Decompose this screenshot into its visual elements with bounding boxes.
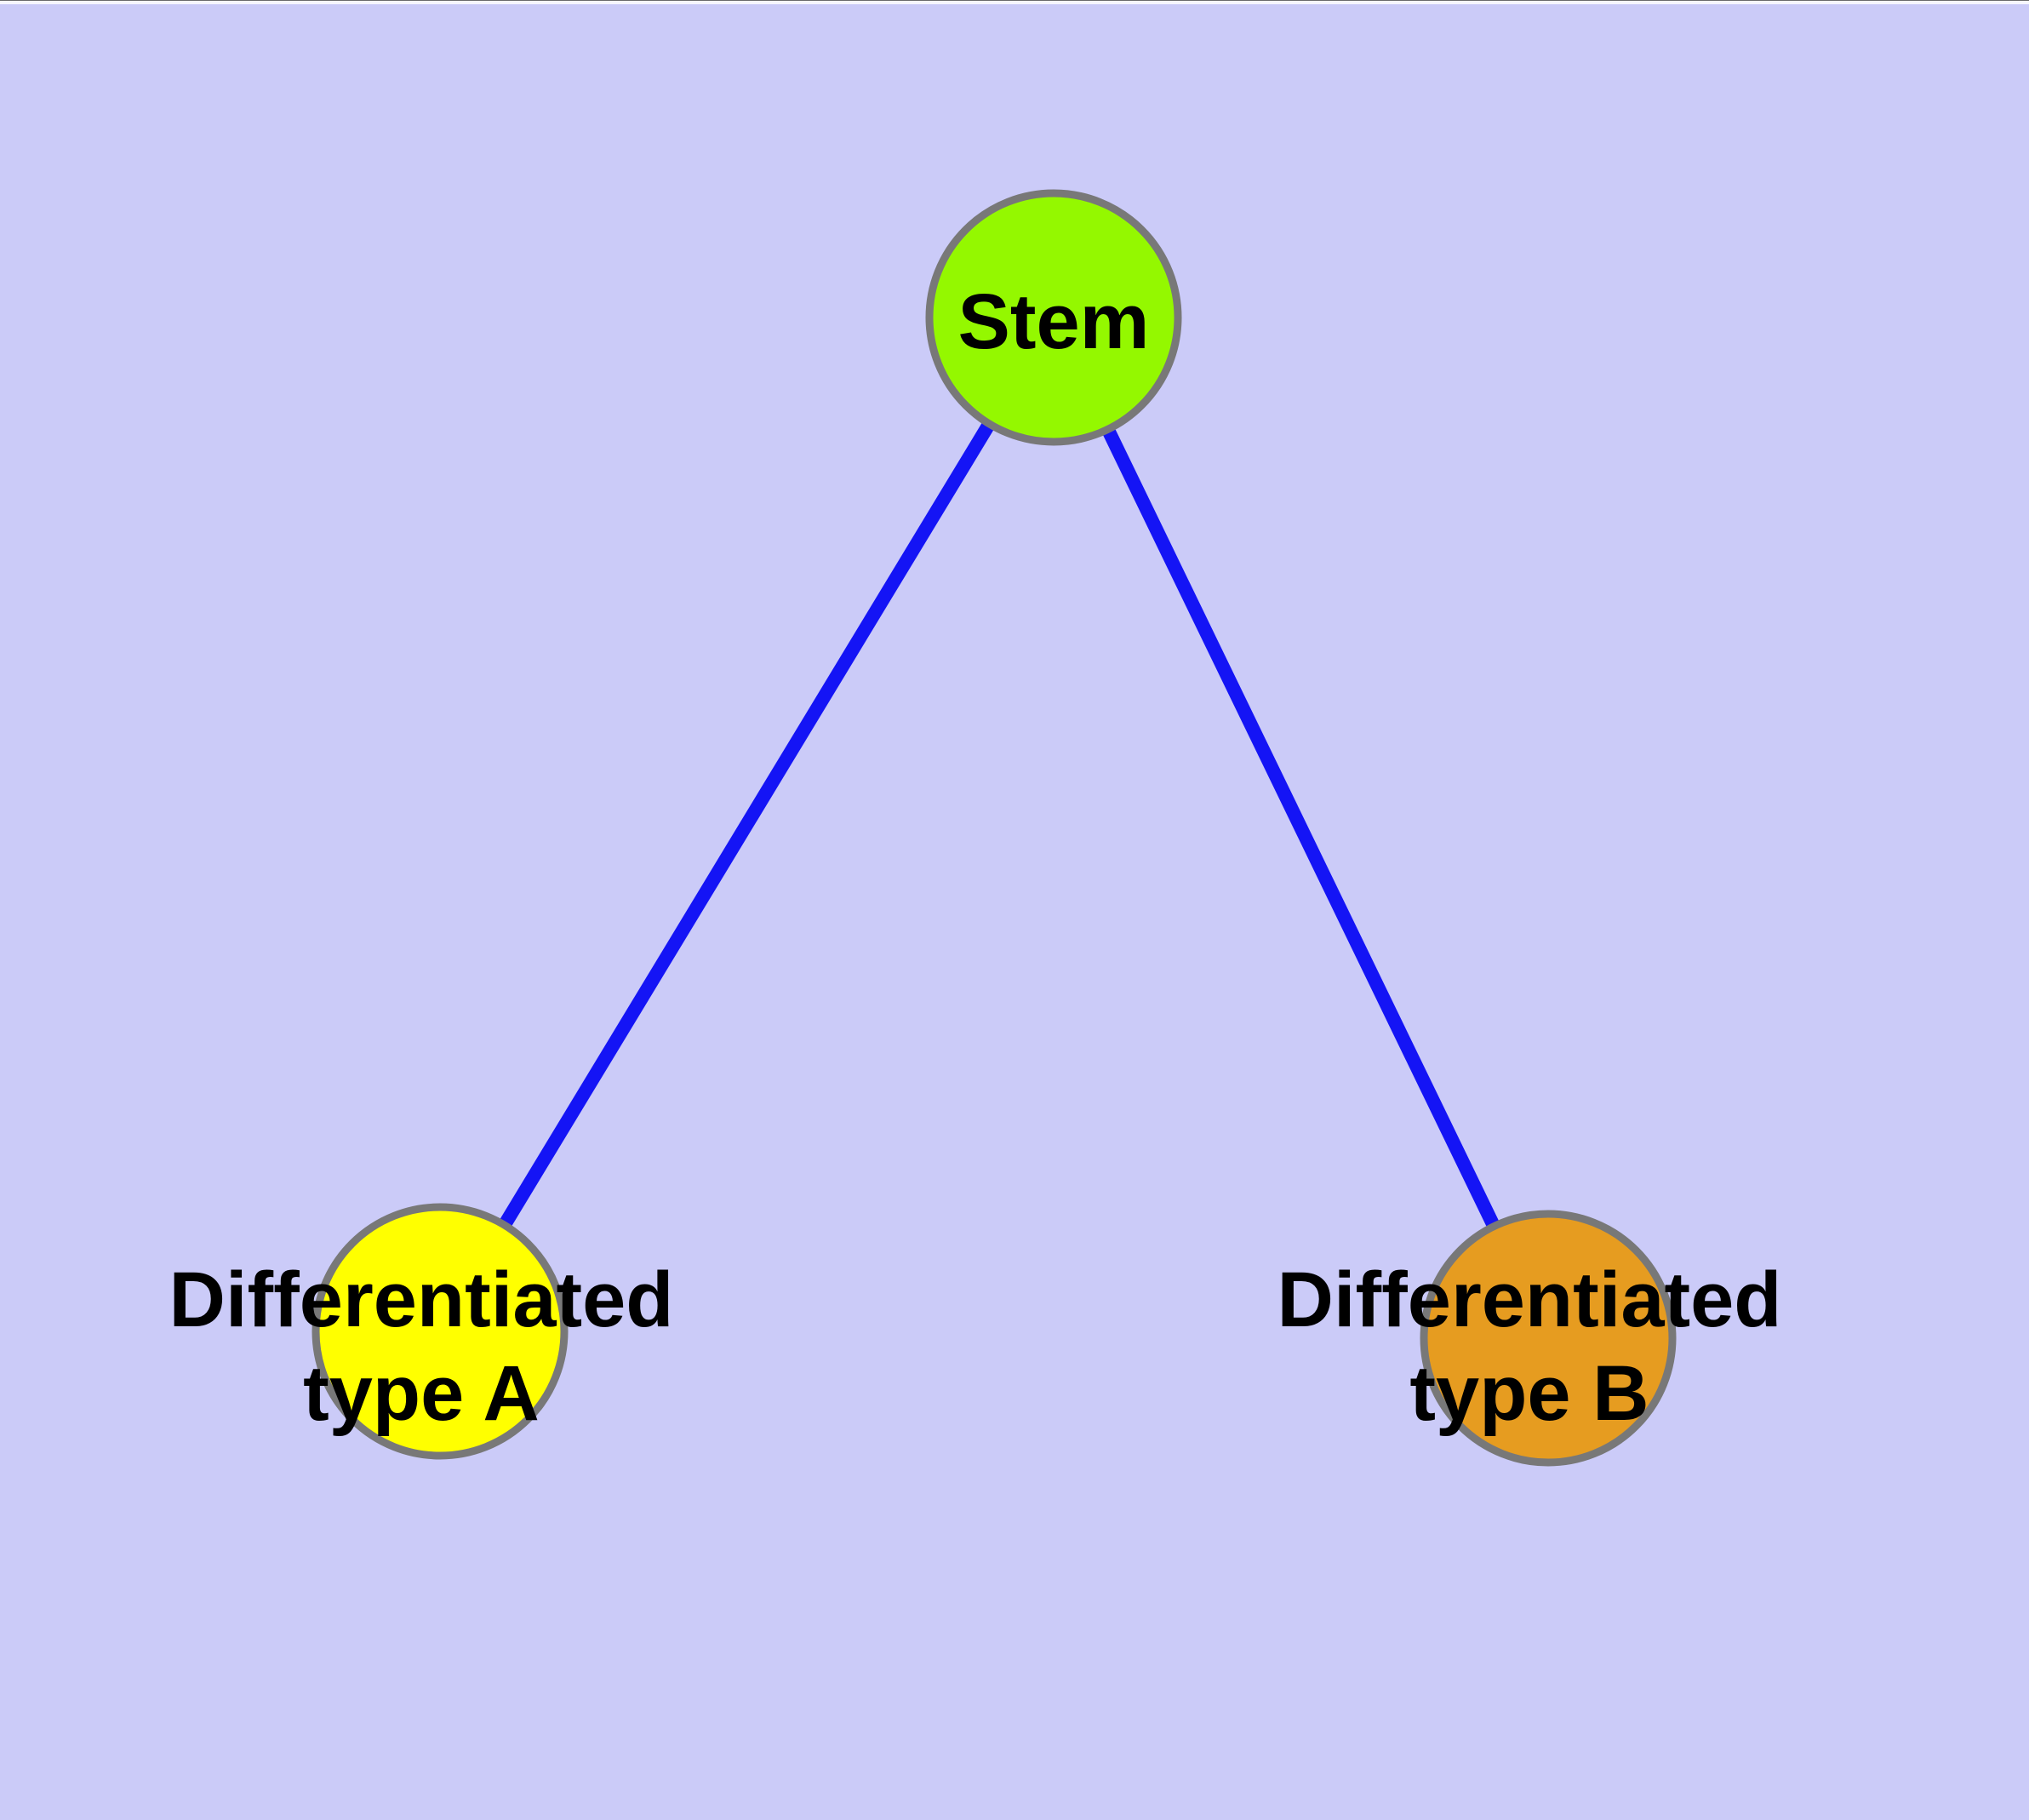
node-stem-circle (925, 189, 1182, 446)
top-strip (0, 1, 2029, 4)
edge-stem-to-type-b (1047, 314, 1555, 1342)
node-type-b-label: Differentiated type B (1277, 1256, 1782, 1437)
node-type-a-label: Differentiated type A (169, 1256, 674, 1437)
edge-stem-to-type-a (434, 313, 1060, 1336)
top-edge-line (0, 0, 2029, 1)
node-stem-label: Stem (957, 278, 1150, 365)
node-type-a-circle (311, 1203, 569, 1460)
node-type-b-circle (1420, 1210, 1677, 1467)
